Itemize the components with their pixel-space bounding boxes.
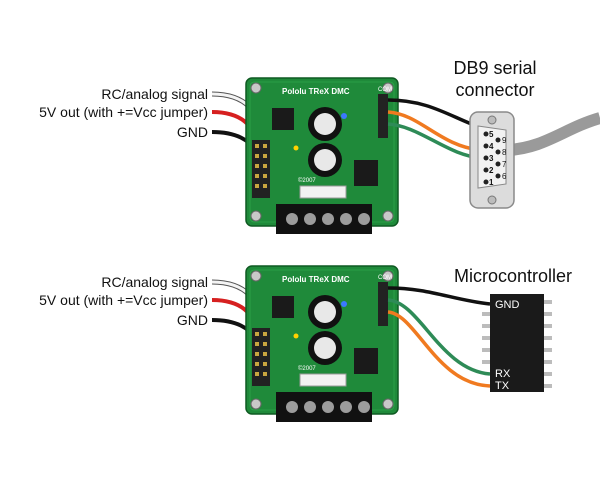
mcu-pin-tx: TX <box>495 380 510 392</box>
db9-pin-2: 2 <box>489 166 494 175</box>
db9-pin-1: 1 <box>489 178 494 187</box>
top-label-gnd: GND <box>177 124 208 140</box>
db9-pin-9: 9 <box>502 136 507 145</box>
db9-pin-7: 7 <box>502 160 507 169</box>
db9-title-line2: connector <box>455 80 534 100</box>
top-label-power: 5V out (with +=Vcc jumper) <box>39 104 208 120</box>
db9-pin-3: 3 <box>489 154 494 163</box>
bottom-diagram: Pololu TReX DMC COM ©2007 GND <box>39 265 572 422</box>
db9-pin-8: 8 <box>502 148 507 157</box>
microcontroller-title: Microcontroller <box>454 266 572 286</box>
mcu-pin-gnd: GND <box>495 299 520 311</box>
microcontroller-chip: GND RX TX <box>482 294 552 392</box>
bottom-label-power: 5V out (with +=Vcc jumper) <box>39 292 208 308</box>
bottom-wire-orange-serial <box>387 310 491 388</box>
bottom-trex-board: Pololu TReX DMC COM ©2007 <box>245 265 399 422</box>
top-trex-board: Pololu TReX DMC COM ©2007 <box>245 77 399 234</box>
top-wire-orange-serial <box>387 110 481 152</box>
bottom-screw-terminal <box>276 392 372 422</box>
bottom-board-year: ©2007 <box>298 365 316 372</box>
bottom-header-pins <box>252 328 270 386</box>
top-wire-green-serial <box>387 122 483 160</box>
db9-pin-5: 5 <box>489 130 494 139</box>
top-screw-terminal <box>276 204 372 234</box>
top-board-year: ©2007 <box>298 177 316 184</box>
top-label-signal: RC/analog signal <box>101 86 208 102</box>
bottom-label-gnd: GND <box>177 312 208 328</box>
db9-pin-4: 4 <box>489 142 494 151</box>
bottom-board-title: Pololu TReX DMC <box>282 275 350 284</box>
bottom-capacitors <box>308 295 342 365</box>
top-capacitors <box>308 107 342 177</box>
bottom-wire-green-serial <box>387 298 491 376</box>
db9-connector: 5 4 3 2 1 9 8 7 6 <box>469 111 515 209</box>
mcu-pin-rx: RX <box>495 368 511 380</box>
top-board-com: COM <box>378 87 392 93</box>
top-header-pins <box>252 140 270 198</box>
bottom-wire-black-serial <box>387 286 491 306</box>
bottom-label-signal: RC/analog signal <box>101 274 208 290</box>
db9-title-line1: DB9 serial <box>453 58 536 78</box>
top-diagram: Pololu TReX DMC COM ©2007 5 4 3 2 <box>39 58 600 234</box>
bottom-board-com: COM <box>378 275 392 281</box>
top-board-title: Pololu TReX DMC <box>282 87 350 96</box>
serial-cable <box>507 112 600 156</box>
db9-pin-6: 6 <box>502 172 507 181</box>
